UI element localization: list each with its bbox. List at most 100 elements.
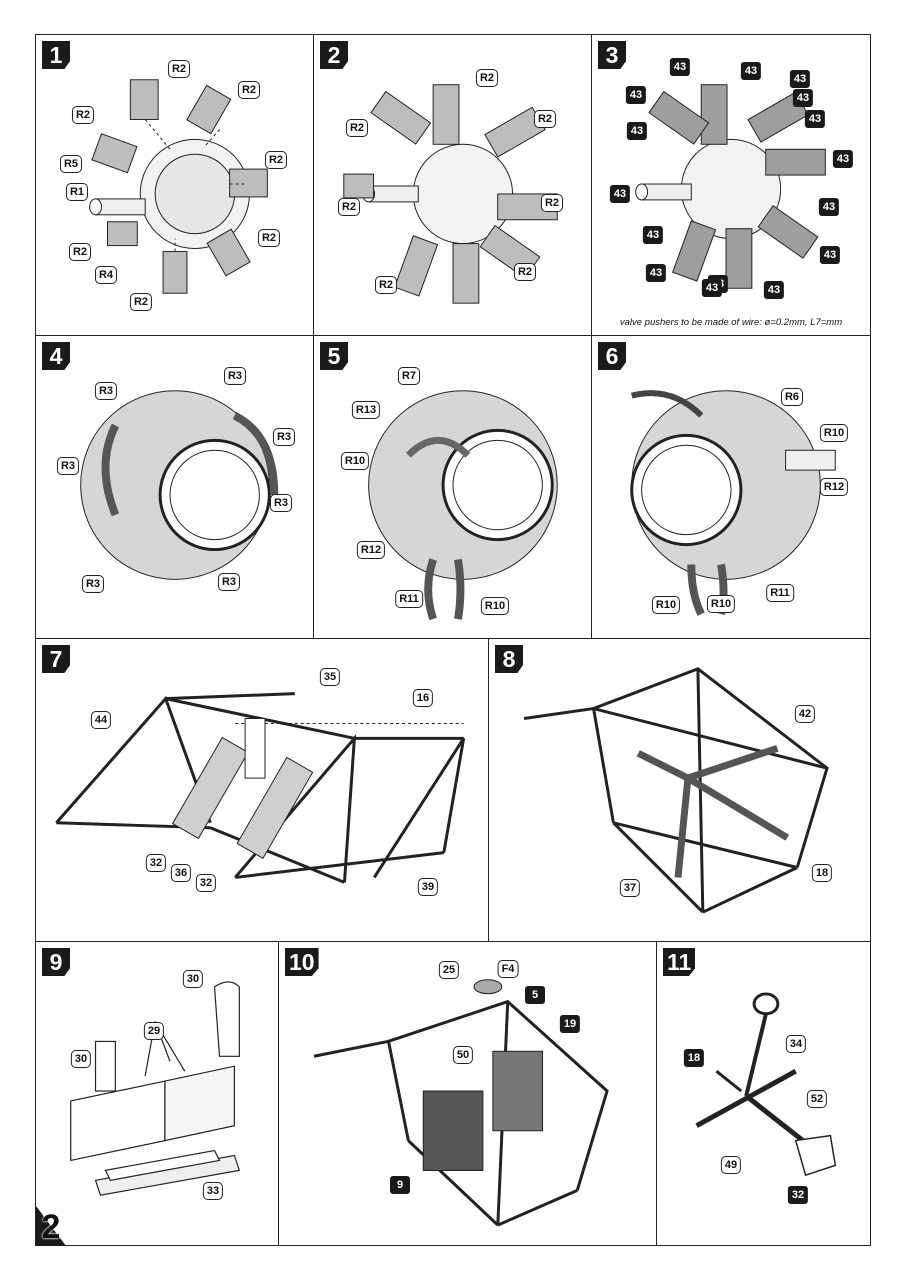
part-label: 18: [683, 1049, 705, 1067]
step-number: 1: [42, 41, 70, 69]
part-label: 30: [70, 1050, 92, 1068]
part-label: 43: [792, 89, 814, 107]
part-label: F4: [497, 960, 519, 978]
part-label: R3: [269, 494, 293, 512]
part-label: 43: [763, 281, 785, 299]
part-label: R12: [356, 541, 386, 559]
cabane-frame-drawing: [55, 692, 466, 884]
part-label: 32: [787, 1186, 809, 1204]
engine-intake-drawing: [368, 390, 558, 621]
frame-bracing-drawing: [523, 667, 829, 914]
part-label: R2: [345, 119, 369, 137]
part-label: R2: [237, 81, 261, 99]
part-label: 43: [818, 198, 840, 216]
part-label: 43: [789, 70, 811, 88]
step-number: 8: [495, 645, 523, 673]
part-label: R2: [264, 151, 288, 169]
engine-valve-pushers-drawing: [635, 84, 826, 289]
part-label: R3: [223, 367, 247, 385]
part-label: 5: [525, 986, 545, 1004]
part-label: 39: [417, 878, 439, 896]
panel-step-2: 2 R2 R2 R2 R2 R2 R2 R2: [313, 34, 593, 337]
part-label: R10: [706, 595, 736, 613]
part-label: R6: [780, 388, 804, 406]
part-label: 34: [785, 1035, 807, 1053]
part-label: 32: [195, 874, 217, 892]
part-label: R2: [475, 69, 499, 87]
engine-rear-drawing: [630, 390, 836, 616]
panel-step-7: 7 35 16 44 32 36 32 39: [35, 638, 490, 943]
panel-step-1: 1 R2 R2 R2 R2 R5 R1 R2 R4 R2 R2: [35, 34, 315, 337]
part-label: R10: [480, 597, 510, 615]
part-label: R2: [129, 293, 153, 311]
part-label: R4: [94, 266, 118, 284]
part-label: R12: [819, 478, 849, 496]
engine-exploded-drawing: [89, 79, 268, 294]
part-label: 43: [804, 110, 826, 128]
part-label: R10: [819, 424, 849, 442]
part-label: R2: [513, 263, 537, 281]
page-number-text: 2: [41, 1207, 61, 1246]
engine-exhaust-drawing: [80, 390, 279, 580]
part-label: 30: [182, 970, 204, 988]
part-label: R3: [56, 457, 80, 475]
part-label: 43: [819, 246, 841, 264]
control-stick-drawing: [695, 992, 837, 1177]
engine-assembled-drawing: [343, 84, 558, 304]
step-number: 10: [285, 948, 319, 976]
part-label: R13: [351, 401, 381, 419]
part-label: 29: [143, 1022, 165, 1040]
part-label: 36: [170, 864, 192, 882]
part-label: 43: [626, 122, 648, 140]
part-label: 50: [452, 1046, 474, 1064]
step-number: 6: [598, 342, 626, 370]
part-label: 33: [202, 1182, 224, 1200]
part-label: 49: [720, 1156, 742, 1174]
instruction-note: valve pushers to be made of wire: ø=0.2m…: [619, 317, 843, 328]
part-label: R2: [68, 243, 92, 261]
part-label: R3: [81, 575, 105, 593]
part-label: 44: [90, 711, 112, 729]
part-label: R2: [71, 106, 95, 124]
part-label: 9: [390, 1176, 410, 1194]
part-label: R3: [272, 428, 296, 446]
part-label: 52: [806, 1090, 828, 1108]
part-label: R10: [651, 596, 681, 614]
part-label: R1: [65, 183, 89, 201]
panel-step-3: 3 43 43 43 43 43 43 43 43 43 43 43 43 43…: [591, 34, 871, 337]
panel-step-4: 4 R3 R3 R3 R3 R3 R3 R3: [35, 335, 315, 640]
part-label: R2: [167, 60, 191, 78]
part-label: 43: [642, 226, 664, 244]
tank-assembly-drawing: [70, 981, 241, 1196]
part-label: R2: [533, 110, 557, 128]
panel-step-6: 6 R6 R10 R12 R10 R10 R11: [591, 335, 871, 640]
part-label: R10: [340, 452, 370, 470]
part-label: 43: [609, 185, 631, 203]
step-number: 4: [42, 342, 70, 370]
part-label: R11: [395, 590, 423, 608]
panel-step-10: 10 25 F4 5 19 50 9: [278, 941, 658, 1246]
part-label: 43: [669, 58, 691, 76]
step-number: 2: [320, 41, 348, 69]
part-label: 42: [794, 705, 816, 723]
part-label: R2: [540, 194, 564, 212]
panel-step-5: 5 R7 R13 R10 R12 R11 R10: [313, 335, 593, 640]
page-number: 2: [36, 1208, 66, 1246]
part-label: 32: [145, 854, 167, 872]
part-label: 18: [811, 864, 833, 882]
step-number: 9: [42, 948, 70, 976]
part-label: 43: [625, 86, 647, 104]
frame-tank-install-drawing: [313, 979, 609, 1227]
part-label: 43: [740, 62, 762, 80]
part-label: 19: [559, 1015, 581, 1033]
step-number: 3: [598, 41, 626, 69]
part-label: R2: [257, 229, 281, 247]
part-label: 35: [319, 668, 341, 686]
panel-step-8: 8 42 18 37: [488, 638, 871, 943]
part-label: 43: [832, 150, 854, 168]
part-label: R2: [374, 276, 398, 294]
step-number: 5: [320, 342, 348, 370]
part-label: 43: [701, 279, 723, 297]
part-label: R3: [94, 382, 118, 400]
